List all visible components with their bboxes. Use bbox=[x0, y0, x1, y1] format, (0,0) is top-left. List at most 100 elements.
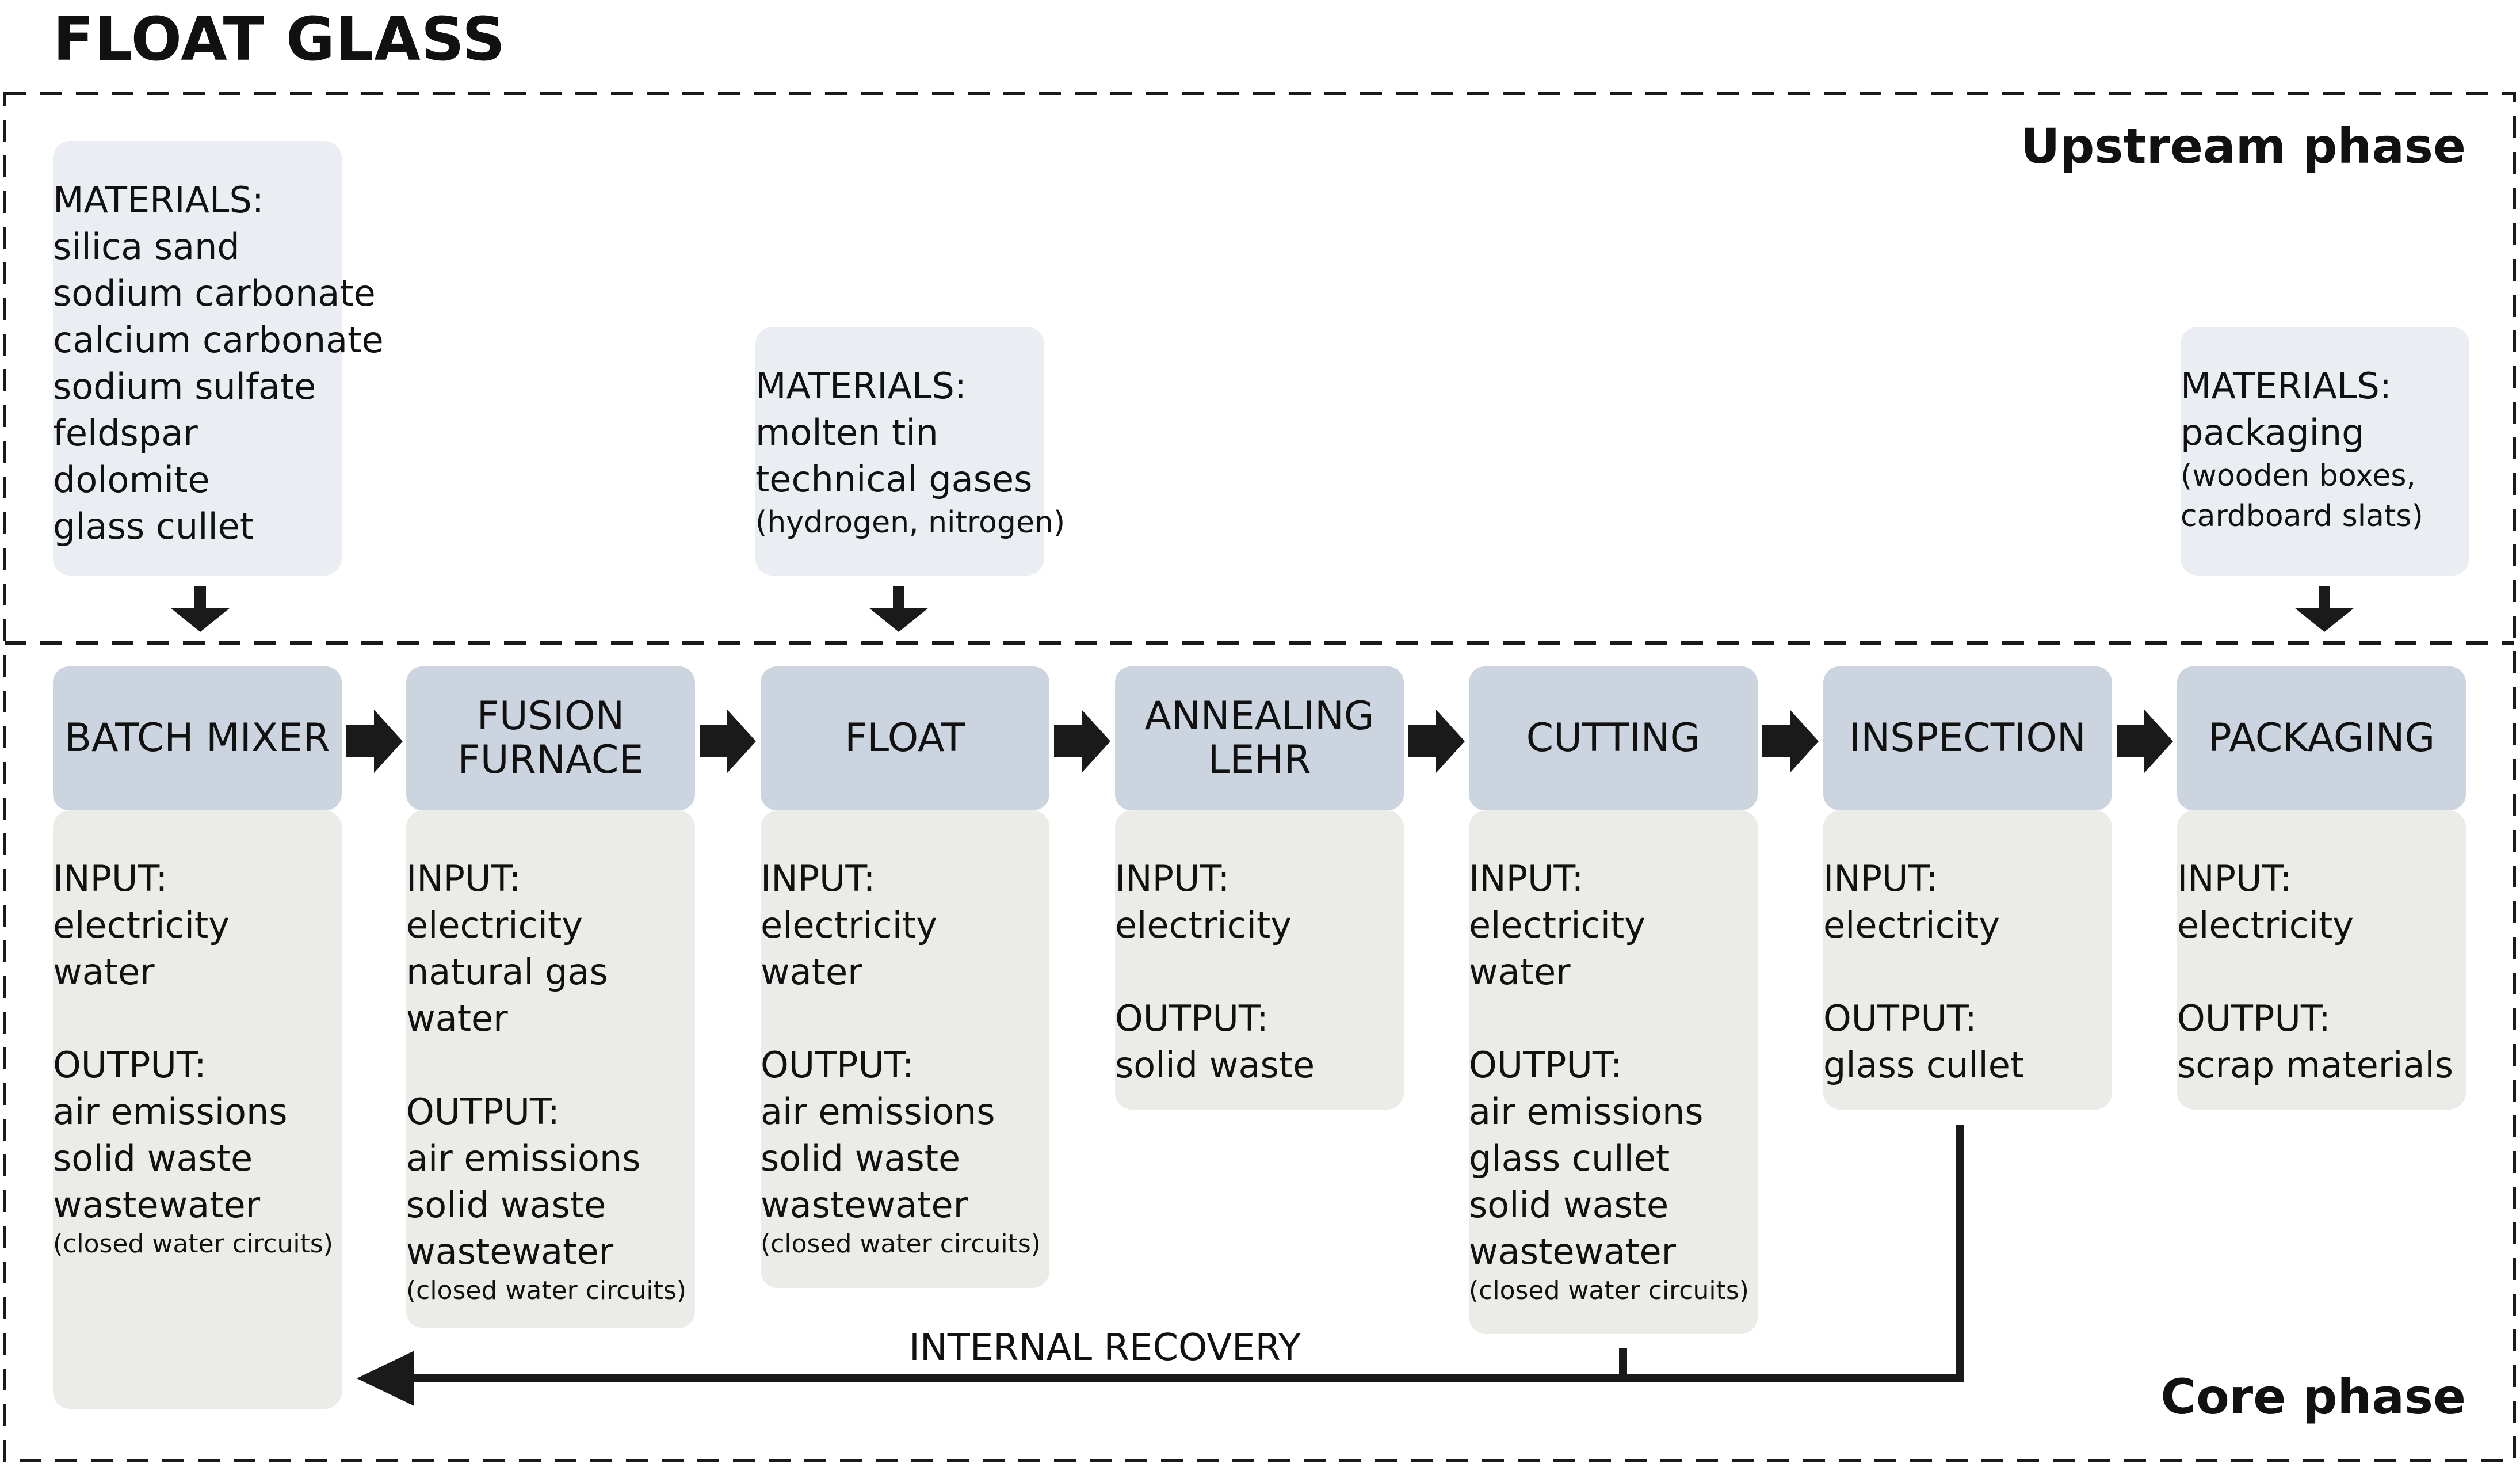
process-step-label: FURNACE bbox=[457, 737, 644, 783]
input-item: electricity bbox=[1469, 904, 1645, 946]
material-item: feldspar bbox=[53, 412, 198, 454]
process-step-label: INSPECTION bbox=[1849, 715, 2086, 761]
output-item: scrap materials bbox=[2177, 1044, 2454, 1086]
input-item: electricity bbox=[1115, 904, 1292, 946]
output-item: solid waste bbox=[406, 1184, 606, 1226]
material-item: technical gases bbox=[755, 458, 1033, 500]
input-arrowhead bbox=[869, 608, 929, 632]
process-step-label: FLOAT bbox=[845, 715, 965, 761]
flow-arrow-shaft bbox=[346, 725, 375, 757]
input-heading: INPUT: bbox=[761, 858, 876, 900]
input-item: water bbox=[1469, 951, 1571, 993]
output-item: glass cullet bbox=[1823, 1044, 2025, 1086]
output-heading: OUTPUT: bbox=[406, 1091, 560, 1133]
flow-arrowhead bbox=[1790, 710, 1819, 773]
flow-arrow-shaft bbox=[1054, 725, 1083, 757]
spacer bbox=[53, 995, 342, 1042]
spacer bbox=[406, 1042, 695, 1088]
input-item: electricity bbox=[761, 904, 937, 946]
output-heading: OUTPUT: bbox=[1823, 997, 1977, 1039]
materials-box: MATERIALS:packaging (wooden boxes, cardboa… bbox=[2181, 327, 2469, 576]
output-heading: OUTPUT: bbox=[2177, 997, 2331, 1039]
output-heading: OUTPUT: bbox=[1115, 997, 1269, 1039]
output-item: solid waste bbox=[53, 1137, 253, 1179]
core-phase-label: Core phase bbox=[2160, 1369, 2466, 1425]
internal-recovery-label: INTERNAL RECOVERY bbox=[909, 1327, 1301, 1369]
output-item: solid waste bbox=[761, 1137, 961, 1179]
output-heading: OUTPUT: bbox=[761, 1044, 914, 1086]
process-step: BATCH MIXER bbox=[53, 666, 342, 810]
recovery-line bbox=[414, 1125, 1964, 1382]
output-item: solid waste bbox=[1115, 1044, 1315, 1086]
material-item: sodium sulfate bbox=[53, 365, 316, 407]
output-item: wastewater bbox=[761, 1184, 968, 1226]
input-arrow-shaft bbox=[194, 586, 206, 610]
process-step: PACKAGING bbox=[2177, 666, 2466, 810]
spacer bbox=[1823, 948, 2112, 995]
flow-arrow-shaft bbox=[2117, 725, 2145, 757]
process-step-label: BATCH MIXER bbox=[64, 715, 330, 761]
materials-heading: MATERIALS: bbox=[2181, 365, 2392, 407]
input-item: electricity bbox=[1823, 904, 2000, 946]
output-item: air emissions bbox=[406, 1137, 641, 1179]
input-item: natural gas bbox=[406, 951, 608, 993]
output-note: (closed water circuits) bbox=[406, 1276, 686, 1305]
material-item: packaging bbox=[2181, 411, 2365, 454]
output-note: (closed water circuits) bbox=[53, 1229, 333, 1259]
output-item: solid waste bbox=[1469, 1184, 1669, 1226]
input-heading: INPUT: bbox=[53, 858, 168, 900]
process-step: FLOAT bbox=[761, 666, 1049, 810]
input-heading: INPUT: bbox=[406, 858, 521, 900]
flow-arrow-shaft bbox=[1408, 725, 1437, 757]
flow-arrowhead bbox=[2144, 710, 2173, 773]
spacer bbox=[1469, 995, 1758, 1042]
flow-arrow-shaft bbox=[700, 725, 728, 757]
process-step: INSPECTION bbox=[1823, 666, 2112, 810]
diagram-title: FLOAT GLASS bbox=[53, 4, 506, 74]
material-item: silica sand bbox=[53, 226, 240, 268]
output-item: wastewater bbox=[406, 1230, 614, 1272]
output-item: wastewater bbox=[1469, 1230, 1677, 1272]
flow-arrowhead bbox=[374, 710, 403, 773]
flow-arrow-shaft bbox=[1762, 725, 1791, 757]
input-heading: INPUT: bbox=[1469, 858, 1584, 900]
process-step-label: ANNEALING bbox=[1144, 694, 1374, 739]
output-item: air emissions bbox=[761, 1091, 995, 1133]
spacer bbox=[761, 995, 1049, 1042]
input-item: water bbox=[53, 951, 155, 993]
output-heading: OUTPUT: bbox=[53, 1044, 207, 1086]
input-arrow-shaft bbox=[893, 586, 904, 610]
process-step-label: PACKAGING bbox=[2208, 715, 2435, 761]
recovery-arrowhead bbox=[357, 1351, 414, 1406]
process-step: CUTTING bbox=[1469, 666, 1758, 810]
process-step-label: CUTTING bbox=[1526, 715, 1701, 761]
material-item: molten tin bbox=[755, 411, 938, 454]
process-step-label: FUSION bbox=[476, 694, 625, 739]
input-arrow-shaft bbox=[2319, 586, 2330, 610]
spacer bbox=[2177, 948, 2466, 995]
input-item: water bbox=[406, 997, 508, 1039]
flow-arrowhead bbox=[727, 710, 756, 773]
input-item: electricity bbox=[2177, 904, 2354, 946]
upstream-phase-label: Upstream phase bbox=[2021, 118, 2466, 174]
output-heading: OUTPUT: bbox=[1469, 1044, 1622, 1086]
material-note: (hydrogen, nitrogen) bbox=[755, 505, 1066, 540]
output-note: (closed water circuits) bbox=[1469, 1276, 1749, 1305]
flow-arrowhead bbox=[1082, 710, 1110, 773]
input-item: electricity bbox=[53, 904, 230, 946]
material-note: cardboard slats) bbox=[2181, 499, 2423, 534]
material-note: (wooden boxes, bbox=[2181, 459, 2416, 493]
input-heading: INPUT: bbox=[1823, 858, 1938, 900]
input-heading: INPUT: bbox=[1115, 858, 1230, 900]
input-item: electricity bbox=[406, 904, 583, 946]
output-item: wastewater bbox=[53, 1184, 261, 1226]
